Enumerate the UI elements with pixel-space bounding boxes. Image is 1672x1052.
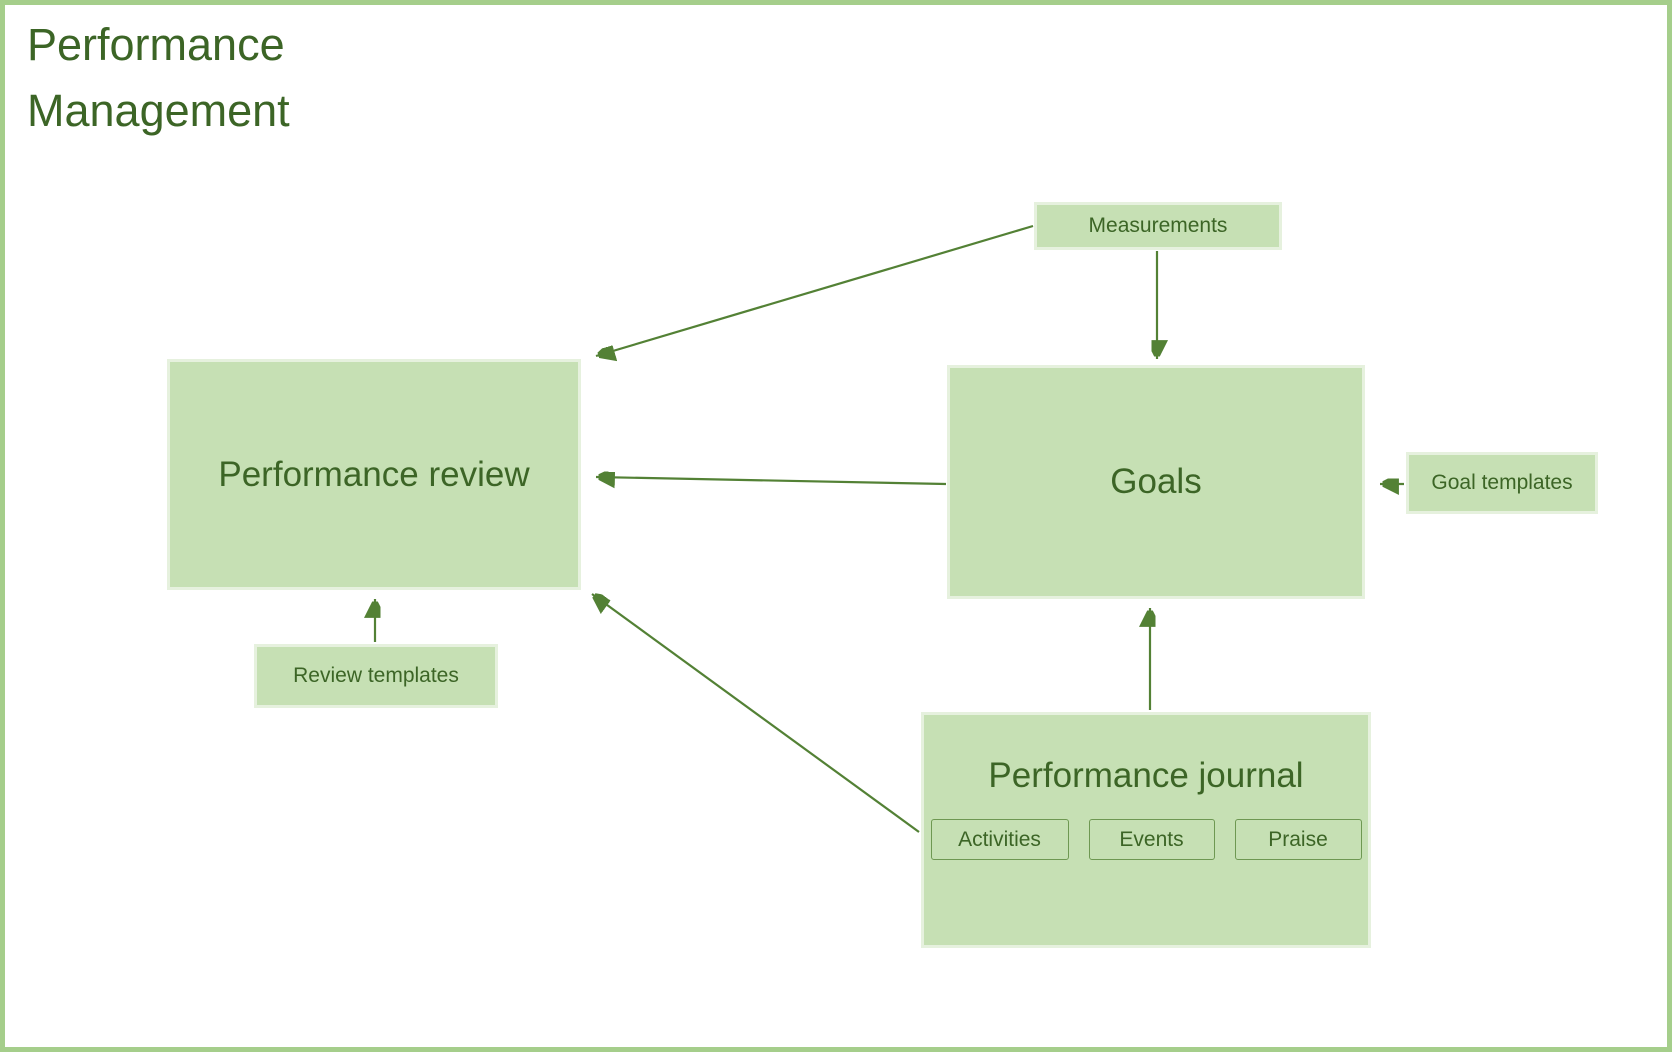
edge-performance-journal-to-performance-review — [592, 594, 920, 833]
events-button[interactable]: Events — [1088, 819, 1215, 860]
node-measurements-label: Measurements — [1088, 214, 1228, 237]
node-goals[interactable]: Goals — [947, 365, 1365, 599]
page-title: Performance Management — [27, 12, 290, 144]
node-performance-review[interactable]: Performance review — [167, 359, 581, 590]
page-title-line2: Management — [27, 85, 290, 136]
node-review-templates[interactable]: Review templates — [254, 644, 498, 708]
node-goal-templates[interactable]: Goal templates — [1406, 452, 1598, 514]
node-measurements[interactable]: Measurements — [1034, 202, 1282, 250]
activities-button[interactable]: Activities — [930, 819, 1069, 860]
praise-button[interactable]: Praise — [1234, 819, 1362, 860]
edge-goals-to-performance-review — [595, 477, 947, 484]
node-review-templates-label: Review templates — [293, 664, 459, 687]
node-performance-review-label: Performance review — [218, 454, 530, 494]
journal-buttons-row: Activities Events Praise — [930, 819, 1362, 860]
node-goal-templates-label: Goal templates — [1431, 471, 1573, 494]
node-performance-journal[interactable]: Performance journal Activities Events Pr… — [921, 712, 1371, 948]
node-goals-label: Goals — [1110, 462, 1202, 501]
edge-measurements-to-performance-review — [595, 224, 1034, 356]
page-title-line1: Performance — [27, 19, 285, 70]
node-performance-journal-label: Performance journal — [988, 756, 1304, 795]
